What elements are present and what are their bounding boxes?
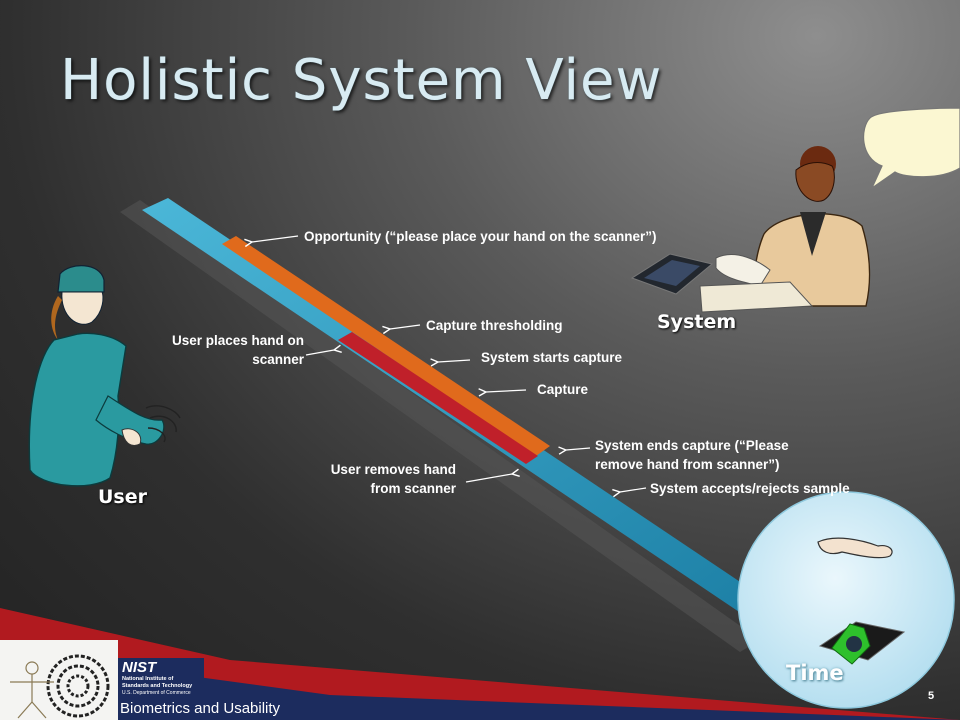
label-user-places-hand: User places hand on scanner <box>171 333 304 367</box>
timeline-band <box>120 198 818 652</box>
label-user-removes-hand: User removes hand from scanner <box>330 462 456 496</box>
page-number: 5 <box>928 690 935 702</box>
arrow-opportunity <box>252 235 299 242</box>
system-operator-figure-icon <box>630 146 871 313</box>
label-capture-thresholding: Capture thresholding <box>426 318 563 333</box>
arrow-user-removes-hand <box>465 474 512 483</box>
arrow-system-accepts-rejects <box>620 487 647 492</box>
arrow-system-ends-capture <box>566 448 591 450</box>
label-system-accepts-rejects: System accepts/rejects sample <box>650 481 850 496</box>
capture-segment <box>338 332 538 464</box>
hand-over-scanner-icon <box>817 537 906 665</box>
footer-navy-band <box>0 650 960 720</box>
actor-system-label: System <box>657 311 737 333</box>
speech-bubble-icon <box>863 107 960 190</box>
nist-logo <box>118 658 204 698</box>
label-system-starts-capture: System starts capture <box>481 350 623 365</box>
arrow-capture <box>486 390 527 392</box>
arrow-capture-thresholding <box>390 324 421 329</box>
arrow-system-starts-capture <box>438 360 471 362</box>
nist-logo-text: NIST National Institute of Standards and… <box>122 659 193 697</box>
label-opportunity: Opportunity (“please place your hand on … <box>304 229 657 244</box>
footer-band <box>0 608 960 720</box>
actor-time-label: Time <box>786 661 844 685</box>
user-figure-icon <box>28 265 181 487</box>
label-capture: Capture <box>537 382 589 397</box>
opportunity-segment <box>222 236 550 456</box>
slide-title: Holistic System View <box>60 48 663 113</box>
arrow-user-places-hand <box>305 350 334 356</box>
time-circle <box>737 491 955 709</box>
callout-arrows <box>252 235 647 492</box>
actor-user-label: User <box>98 486 147 508</box>
label-system-ends-capture: System ends capture (“Please remove hand… <box>595 438 789 472</box>
footer-text: Biometrics and Usability <box>120 700 281 717</box>
